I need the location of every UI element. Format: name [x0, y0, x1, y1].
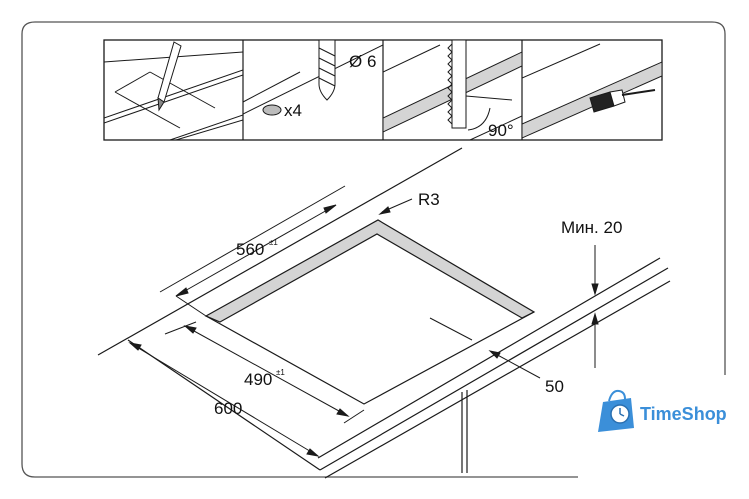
counter-depth-label: 600	[214, 399, 242, 418]
step-4-cleaning-panel	[522, 43, 662, 139]
countertop-drawing	[97, 147, 671, 479]
right-angle-arc	[467, 107, 491, 131]
logo-text: TimeShop	[640, 404, 727, 424]
cutout-outline	[205, 311, 535, 405]
step-3-sawing-panel: 90°	[383, 39, 522, 140]
cutout-opening	[204, 219, 536, 405]
step-1-marking-panel	[104, 41, 243, 140]
drill-diameter-label: Ø 6	[349, 52, 376, 71]
shopping-bag-clock-icon	[598, 389, 634, 432]
holes-count-label: x4	[284, 101, 302, 120]
min-edge-label: Мин. 20	[561, 218, 622, 237]
steps-strip: x4 Ø 6 90°	[103, 39, 663, 141]
step-2-drilling-panel: x4 Ø 6	[243, 39, 383, 120]
dimension-labels: R3 560 ±1 490 ±1 600 Мин. 20 50	[214, 190, 622, 418]
brush-icon	[589, 89, 656, 113]
depth-label: 490	[244, 370, 272, 389]
drill-bit-icon	[318, 39, 336, 101]
depth-tolerance-label: ±1	[276, 368, 285, 377]
timeshop-logo[interactable]: TimeShop	[598, 389, 727, 432]
width-label: 560	[236, 240, 264, 259]
pencil-icon	[157, 41, 182, 112]
edge-distance-label: 50	[545, 377, 564, 396]
jigsaw-blade-icon	[447, 39, 467, 129]
radius-label: R3	[418, 190, 440, 209]
angle-label: 90°	[488, 121, 514, 140]
width-tolerance-label: ±1	[269, 238, 278, 247]
outer-frame	[21, 21, 726, 478]
dimension-lines	[128, 185, 599, 457]
drill-hole-icon	[262, 104, 282, 116]
cutout-back-wall	[204, 219, 536, 323]
